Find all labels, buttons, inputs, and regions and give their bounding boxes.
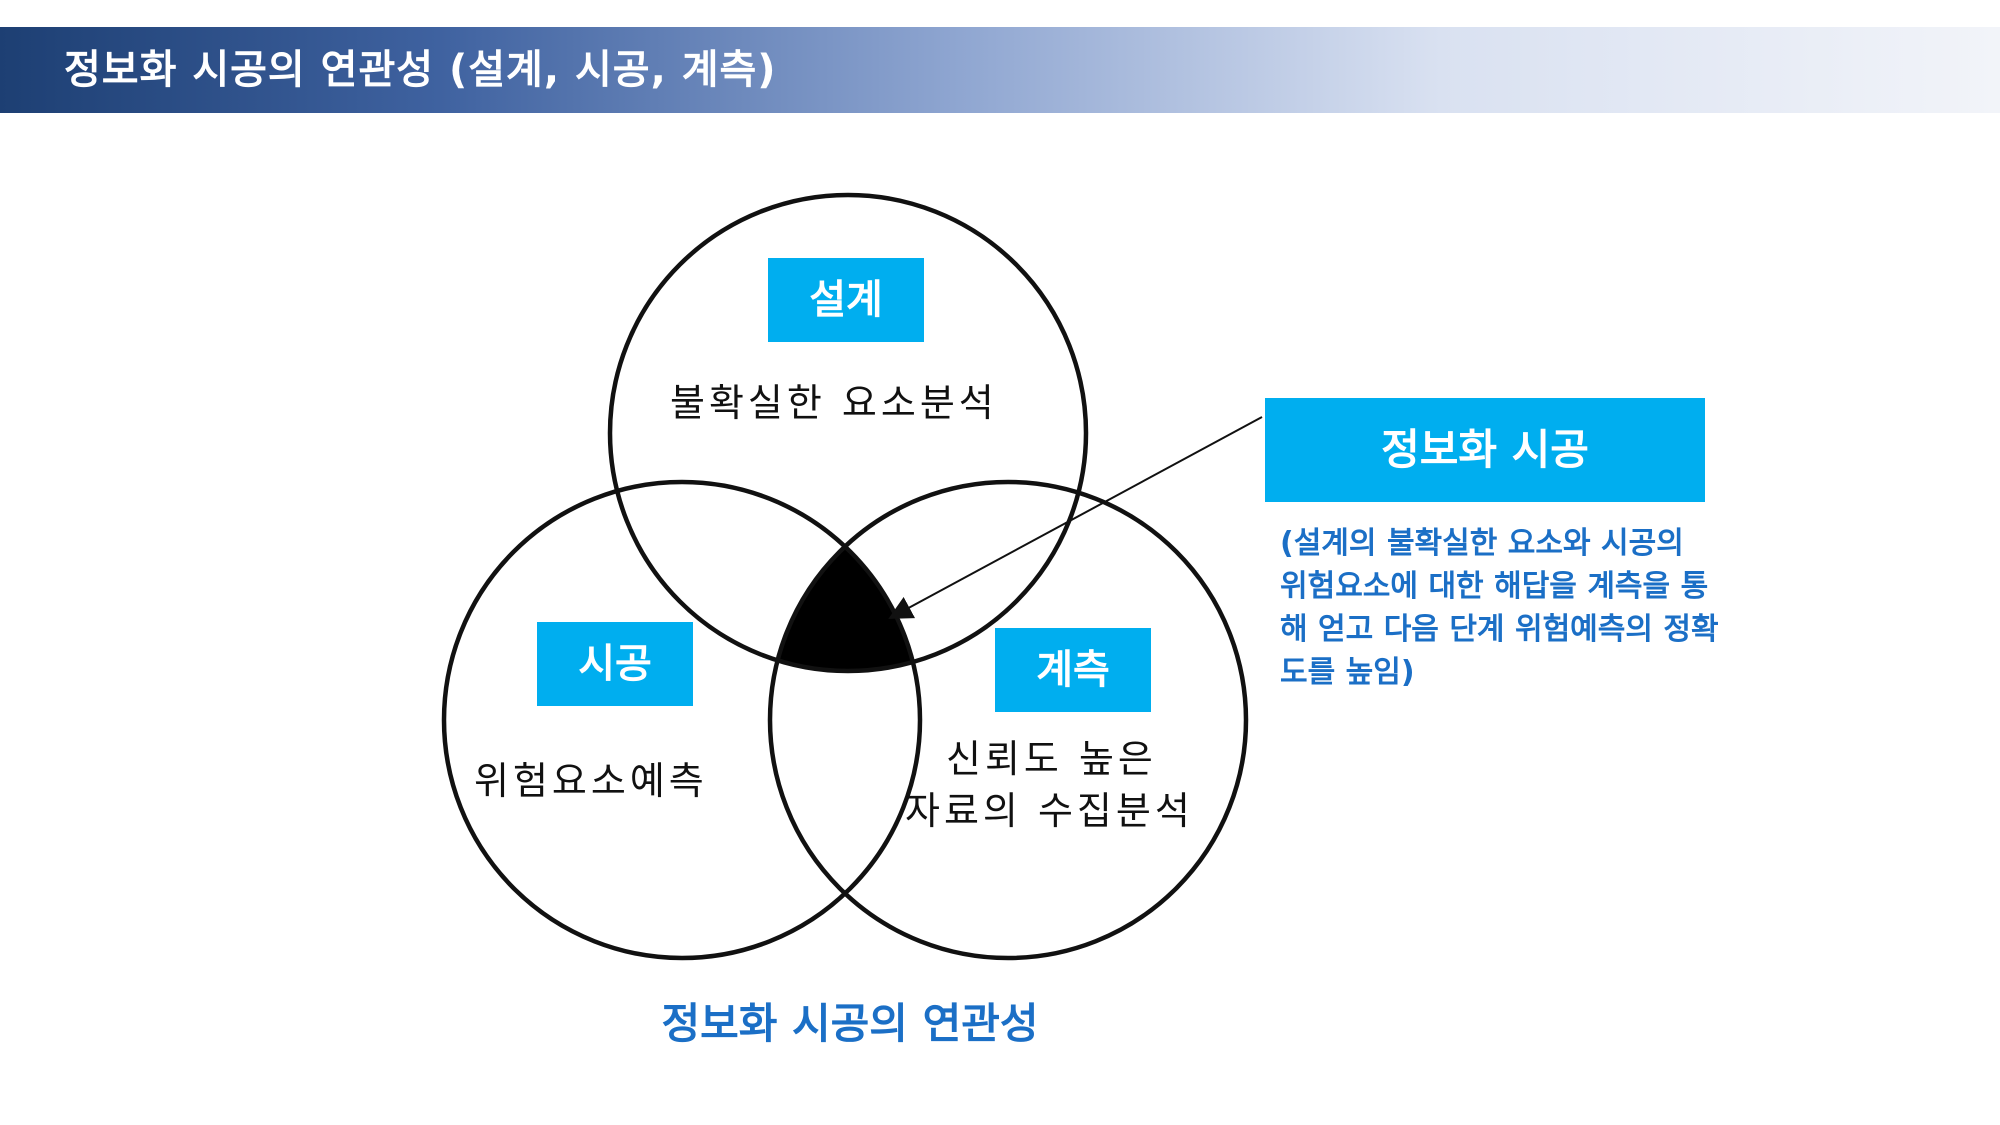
measurement-description-line1: 신뢰도 높은 bbox=[946, 737, 1157, 781]
page-title: 정보화 시공의 연관성 (설계, 시공, 계측) bbox=[64, 47, 777, 93]
construction-label-box: 시공 bbox=[537, 622, 693, 706]
construction-circle bbox=[441, 479, 923, 961]
measurement-circle bbox=[767, 479, 1249, 961]
measurement-label-box: 계측 bbox=[995, 628, 1151, 712]
design-circle bbox=[607, 192, 1089, 674]
callout-arrow bbox=[888, 416, 1263, 619]
design-description: 불확실한 요소분석 bbox=[670, 381, 998, 425]
diagram-caption: 정보화 시공의 연관성 bbox=[661, 999, 1039, 1048]
info-construction-box: 정보화 시공 bbox=[1265, 398, 1705, 502]
measurement-description-line2: 자료의 수집분석 bbox=[905, 789, 1194, 833]
design-label-box: 설계 bbox=[768, 258, 924, 342]
header-bar: 정보화 시공의 연관성 (설계, 시공, 계측) bbox=[0, 27, 2000, 113]
construction-description: 위험요소예측 bbox=[474, 759, 708, 803]
info-construction-note: (설계의 불확실한 요소와 시공의 위험요소에 대한 해답을 계측을 통해 얻고… bbox=[1280, 526, 1719, 690]
